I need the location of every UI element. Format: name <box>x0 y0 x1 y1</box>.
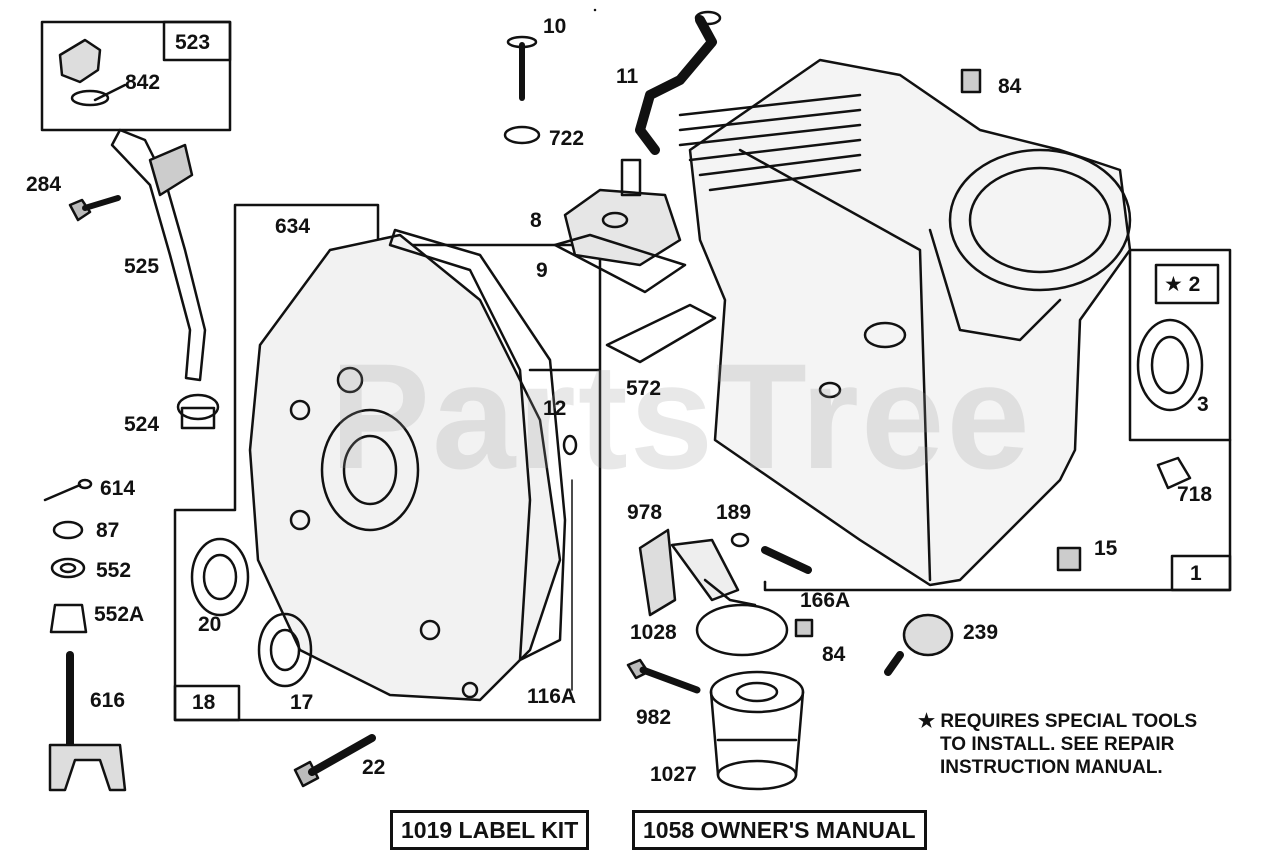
gasket-12 <box>388 228 567 662</box>
label-18: 18 <box>192 691 216 714</box>
label-84-bottom: 84 <box>822 643 846 666</box>
dowel-718 <box>1156 456 1192 490</box>
kit-box-18 <box>173 203 602 722</box>
breather-gasket-9 <box>553 233 687 294</box>
washer-189 <box>730 532 750 548</box>
special-tools-note: ★ REQUIRES SPECIAL TOOLS TO INSTALL. SEE… <box>918 710 1197 779</box>
grommet-524 <box>176 393 220 421</box>
label-12: 12 <box>543 397 567 420</box>
label-2: ★ 2 <box>1164 273 1201 296</box>
label-982: 982 <box>636 706 672 729</box>
fitting-166a <box>761 546 812 574</box>
plate-572 <box>605 303 717 364</box>
bolt-284 <box>68 195 121 222</box>
label-9: 9 <box>536 259 548 282</box>
oil-filter-adapter <box>638 528 789 657</box>
kit-box-2 <box>1128 248 1232 442</box>
label-523: 523 <box>175 31 211 54</box>
label-1028: 1028 <box>630 621 677 644</box>
label-1: 1 <box>1190 562 1202 585</box>
kit-box-523 <box>40 20 232 132</box>
plug-15 <box>1056 546 1082 572</box>
label-87: 87 <box>96 519 120 542</box>
label-524: 524 <box>124 413 160 436</box>
label-634: 634 <box>275 215 311 238</box>
cap-552a <box>49 603 88 634</box>
label-284: 284 <box>26 173 62 196</box>
owners-manual-box: 1058 OWNER'S MANUAL <box>632 810 927 850</box>
crank-seal-3 <box>1136 318 1204 412</box>
bolt-22 <box>293 734 376 788</box>
seal-552 <box>50 557 86 579</box>
label-614: 614 <box>100 477 136 500</box>
kit-box-523-tag <box>162 20 232 62</box>
label-8: 8 <box>530 209 542 232</box>
note-line-3: INSTRUCTION MANUAL. <box>940 757 1163 778</box>
cylinder-block <box>678 58 1132 587</box>
label-722: 722 <box>549 127 585 150</box>
kit-box-2-tag <box>1154 263 1220 305</box>
bearing-17 <box>257 612 313 688</box>
dowel-116a <box>562 434 578 456</box>
plug-84-bottom <box>794 618 814 638</box>
label-978: 978 <box>627 501 663 524</box>
grommet-524-body <box>180 406 216 430</box>
label-3: 3 <box>1197 393 1209 416</box>
breather-tube-11 <box>635 15 717 155</box>
label-552a: 552A <box>94 603 145 626</box>
oil-fill-cap <box>58 38 127 107</box>
oil-filter-1027 <box>709 670 805 791</box>
oil-pressure-switch-239 <box>884 613 954 676</box>
governor-shaft-616 <box>48 651 127 792</box>
label-11: 11 <box>616 65 639 88</box>
label-718: 718 <box>1177 483 1213 506</box>
label-84-top: 84 <box>998 75 1022 98</box>
label-189: 189 <box>716 501 752 524</box>
label-166a: 166A <box>800 589 851 612</box>
note-line-1: REQUIRES SPECIAL TOOLS <box>940 711 1198 732</box>
label-239: 239 <box>963 621 999 644</box>
label-552: 552 <box>96 559 132 582</box>
label-572: 572 <box>626 377 662 400</box>
plug-84-top <box>960 68 982 94</box>
pin-614 <box>43 483 82 502</box>
label-1027: 1027 <box>650 763 697 786</box>
o-ring-722 <box>503 125 541 145</box>
star-icon: ★ <box>918 711 936 732</box>
label-17: 17 <box>290 691 314 714</box>
label-22: 22 <box>362 756 386 779</box>
oil-seal-20 <box>190 537 250 617</box>
label-15: 15 <box>1094 537 1118 560</box>
dipstick-tube <box>110 128 207 382</box>
sump-cover <box>248 233 562 702</box>
label-kit-box: 1019 LABEL KIT <box>390 810 590 850</box>
label-116a: 116A <box>527 685 577 708</box>
kit-box-1 <box>1170 554 1232 592</box>
screw-10 <box>506 35 538 101</box>
label-20: 20 <box>198 613 222 636</box>
note-line-2: TO INSTALL. SEE REPAIR <box>940 734 1175 755</box>
label-525: 525 <box>124 255 160 278</box>
kit-box-18-tag <box>173 684 241 722</box>
breather-8 <box>563 158 682 267</box>
washer-87 <box>52 520 84 540</box>
label-10: 10 <box>543 15 567 38</box>
label-842: 842 <box>125 71 161 94</box>
label-616: 616 <box>90 689 126 712</box>
bolt-982 <box>626 658 701 694</box>
